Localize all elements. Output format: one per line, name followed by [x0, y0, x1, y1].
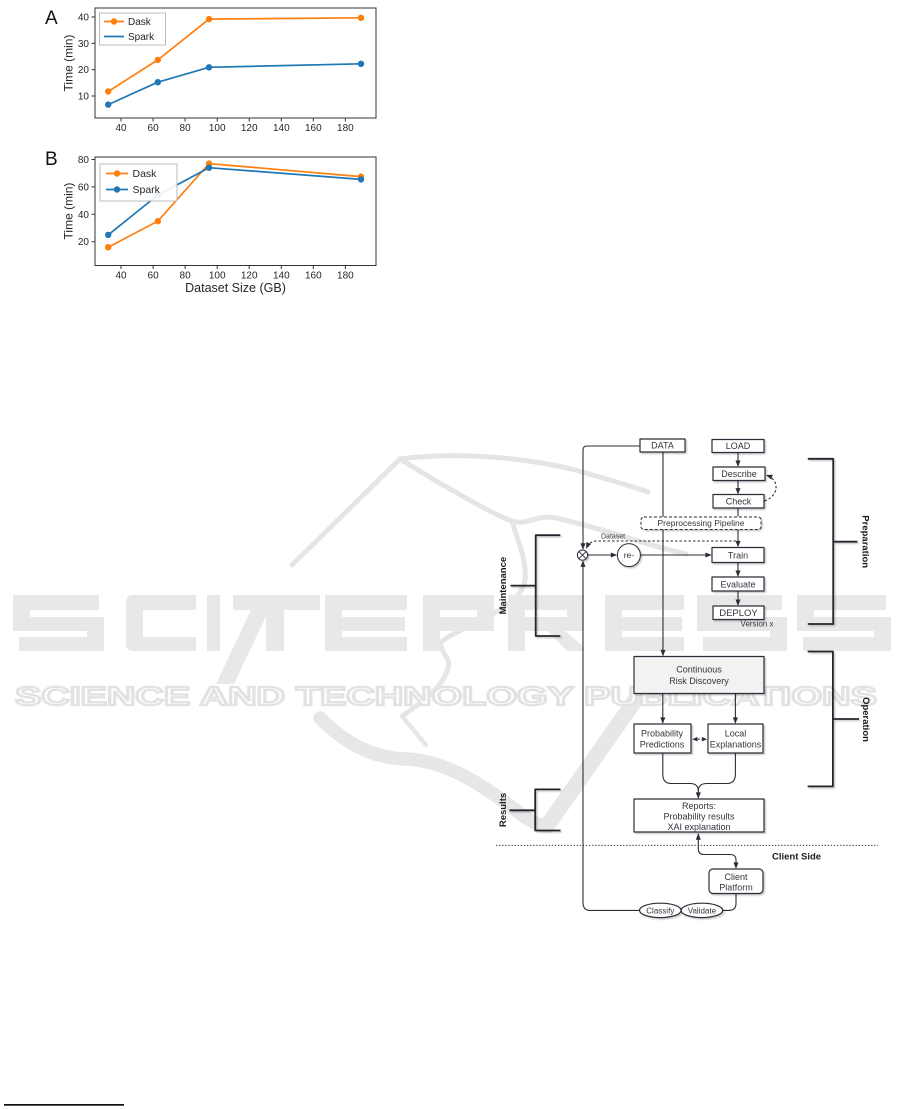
- svg-text:Validate: Validate: [688, 906, 717, 915]
- svg-text:Spark: Spark: [133, 184, 161, 196]
- svg-text:30: 30: [78, 39, 90, 50]
- svg-text:40: 40: [78, 210, 90, 221]
- svg-text:140: 140: [273, 123, 290, 134]
- svg-text:80: 80: [78, 155, 90, 166]
- svg-text:80: 80: [180, 271, 192, 282]
- svg-text:Local: Local: [725, 729, 747, 739]
- svg-text:Maintenance: Maintenance: [498, 557, 509, 615]
- svg-text:XAI explanation: XAI explanation: [667, 822, 730, 832]
- svg-text:40: 40: [115, 123, 127, 134]
- svg-text:Check: Check: [726, 497, 752, 507]
- svg-text:Dataset Size (GB): Dataset Size (GB): [185, 281, 286, 295]
- svg-text:LOAD: LOAD: [726, 441, 751, 451]
- svg-text:180: 180: [337, 123, 354, 134]
- svg-text:Results: Results: [498, 793, 509, 827]
- svg-text:Client: Client: [724, 872, 748, 882]
- svg-text:Describe: Describe: [721, 469, 757, 479]
- svg-text:A: A: [45, 8, 58, 29]
- svg-text:DATA: DATA: [651, 441, 674, 451]
- svg-text:Probability: Probability: [641, 729, 684, 739]
- svg-text:20: 20: [78, 237, 90, 248]
- svg-text:Predictions: Predictions: [640, 740, 685, 750]
- svg-text:40: 40: [115, 271, 127, 282]
- svg-text:Time (min): Time (min): [62, 35, 76, 92]
- svg-text:Spark: Spark: [128, 32, 155, 43]
- svg-text:160: 160: [305, 271, 322, 282]
- svg-text:Preparation: Preparation: [860, 515, 871, 568]
- svg-text:Probability results: Probability results: [663, 812, 735, 822]
- svg-text:Evaluate: Evaluate: [720, 579, 755, 589]
- svg-text:Classify: Classify: [646, 906, 674, 915]
- svg-text:Train: Train: [728, 551, 748, 561]
- svg-text:Risk Discovery: Risk Discovery: [669, 676, 729, 686]
- svg-text:60: 60: [148, 123, 160, 134]
- svg-text:Preprocessing Pipeline: Preprocessing Pipeline: [658, 518, 745, 528]
- svg-text:180: 180: [337, 271, 354, 282]
- svg-text:100: 100: [209, 271, 226, 282]
- svg-text:10: 10: [78, 92, 90, 103]
- svg-text:60: 60: [148, 271, 160, 282]
- svg-text:Dataset: Dataset: [601, 534, 625, 541]
- svg-text:140: 140: [273, 271, 290, 282]
- svg-text:100: 100: [209, 123, 226, 134]
- svg-text:Operation: Operation: [860, 697, 871, 742]
- svg-text:B: B: [45, 149, 58, 170]
- svg-text:120: 120: [241, 271, 258, 282]
- svg-text:re-: re-: [624, 550, 635, 560]
- svg-text:160: 160: [305, 123, 322, 134]
- svg-text:Continuous: Continuous: [676, 665, 722, 675]
- svg-text:80: 80: [180, 123, 192, 134]
- svg-text:Dask: Dask: [128, 17, 152, 28]
- svg-text:Explanations: Explanations: [710, 740, 762, 750]
- svg-text:40: 40: [78, 13, 90, 24]
- svg-text:Platform: Platform: [719, 883, 753, 893]
- svg-text:Time (min): Time (min): [62, 183, 76, 240]
- svg-text:Reports:: Reports:: [682, 801, 716, 811]
- svg-text:60: 60: [78, 182, 90, 193]
- svg-text:Client Side: Client Side: [772, 852, 821, 863]
- svg-text:120: 120: [241, 123, 258, 134]
- svg-text:Version x: Version x: [741, 620, 774, 629]
- svg-text:20: 20: [78, 65, 90, 76]
- svg-text:Dask: Dask: [133, 168, 158, 180]
- svg-text:DEPLOY: DEPLOY: [719, 608, 758, 619]
